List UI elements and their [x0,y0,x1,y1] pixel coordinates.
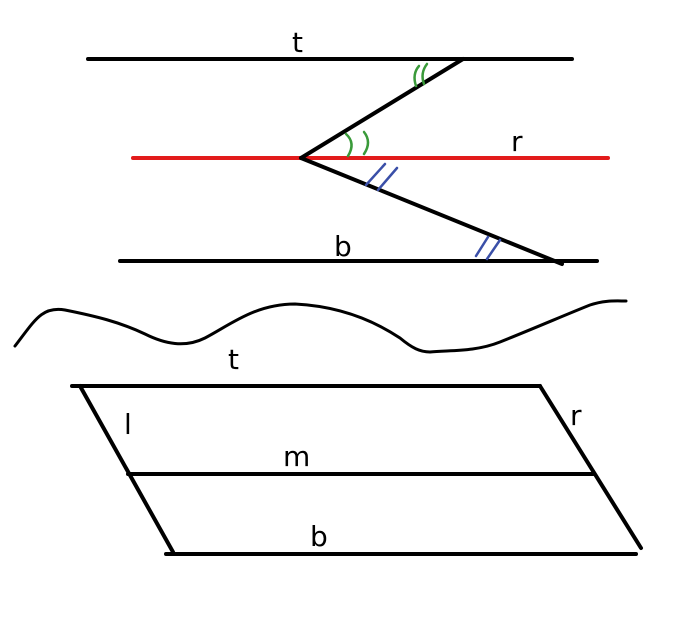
zigzag-segment-lower [299,156,564,266]
bottom-line-r [538,384,643,550]
bottom-label-b: b [310,520,328,553]
angle-mark-blue-1a [364,162,387,187]
top-label-b: b [334,230,352,263]
bottom-label-r: r [570,399,582,432]
bottom-line-l [78,384,175,554]
angle-mark-green-1a [413,64,421,88]
zigzag-segment-upper [299,57,465,160]
wavy-separator [13,299,628,354]
bottom-figure: t l m r b [70,343,643,556]
top-label-t: t [292,26,303,59]
bottom-label-m: m [283,440,310,473]
angle-mark-green-2b [362,130,370,156]
top-label-r: r [511,125,523,158]
top-figure: t r b [86,26,610,266]
angle-mark-green-1b [421,62,429,86]
bottom-label-l: l [124,408,132,441]
angle-mark-blue-2b [485,238,502,261]
angle-mark-blue-1b [376,166,399,192]
bottom-label-t: t [228,343,239,376]
angle-mark-blue-2a [474,235,490,258]
angle-mark-green-2a [344,132,353,158]
